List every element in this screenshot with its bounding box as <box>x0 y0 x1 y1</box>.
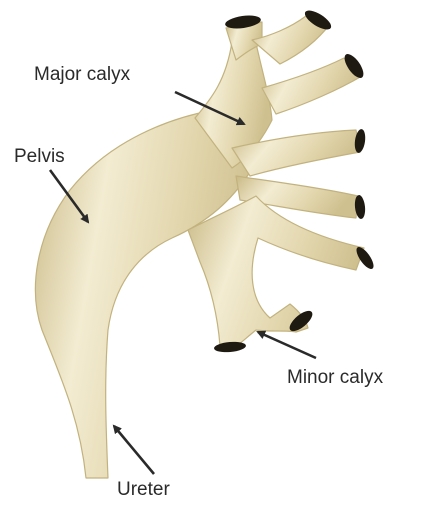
ureter-label: Ureter <box>117 479 170 501</box>
minor-calyx-arrow <box>258 332 316 358</box>
minor-calyx-upper-right <box>262 58 362 114</box>
major-calyx-label: Major calyx <box>34 64 130 86</box>
ureter-arrow <box>114 426 154 474</box>
pelvis-label: Pelvis <box>14 146 65 168</box>
lower-major-calyx <box>188 196 364 346</box>
minor-calyx-label: Minor calyx <box>287 367 383 389</box>
